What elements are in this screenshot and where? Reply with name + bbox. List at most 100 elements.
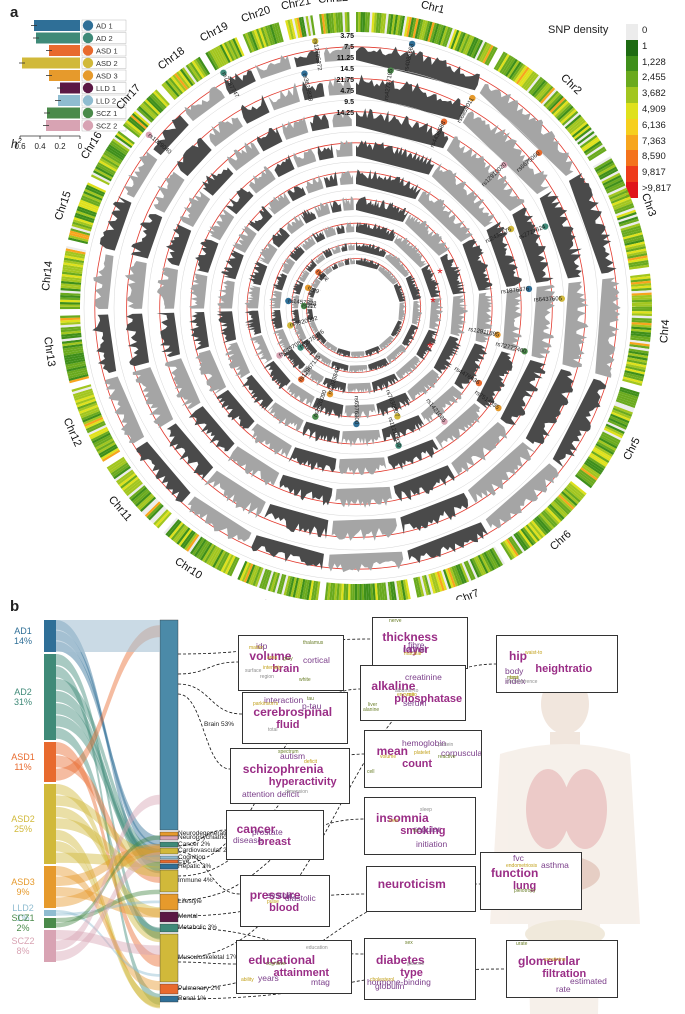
snp-marker: [298, 376, 305, 383]
density-segment: [216, 551, 228, 571]
manhattan-track: [336, 140, 353, 158]
chromosome-label: Chr14: [40, 260, 55, 291]
density-segment: [94, 168, 113, 180]
density-segment: [245, 564, 256, 584]
manhattan-track: [294, 50, 320, 68]
dashed-connector: [177, 968, 507, 1000]
bar-asd2: [22, 57, 80, 69]
density-segment: [356, 12, 359, 33]
manhattan-track: [202, 167, 234, 196]
dashed-connector: [177, 927, 365, 955]
chromosome-label: Chr21: [280, 0, 312, 13]
x-tick-label: 0.2: [54, 142, 66, 151]
density-segment: [70, 225, 91, 234]
density-segment: [432, 572, 441, 593]
manhattan-track: [225, 187, 254, 215]
chromosome-label: Chr19: [198, 20, 230, 44]
density-segment: [616, 397, 637, 406]
density-segment: [528, 76, 543, 94]
density-segment: [247, 31, 257, 52]
density-segment: [60, 317, 81, 321]
legend-cell: [81, 19, 127, 32]
density-segment: [449, 567, 459, 587]
density-segment: [234, 37, 245, 57]
wordcloud-word: retinal: [403, 644, 427, 654]
density-segment: [622, 376, 643, 384]
density-segment: [67, 369, 88, 377]
manhattan-track: [279, 474, 333, 506]
density-segment: [64, 354, 85, 361]
manhattan-track: [322, 248, 333, 259]
chromosome-label: Chr4: [658, 319, 672, 344]
wordcloud-word: pleiotropy: [514, 888, 536, 894]
density-segment: [442, 26, 451, 47]
density-segment: [149, 506, 166, 523]
manhattan-track: [99, 196, 132, 251]
density-segment: [467, 559, 478, 579]
sankey-flow: [56, 784, 160, 943]
density-segment: [620, 223, 641, 231]
density-segment: [60, 306, 81, 310]
density-segment: [617, 393, 638, 402]
snp-marker: [145, 131, 153, 139]
density-segment: [224, 555, 236, 575]
manhattan-track: [336, 348, 351, 358]
density-segment: [596, 441, 616, 453]
density-segment: [60, 294, 81, 299]
wordcloud-word: platelet: [414, 750, 431, 756]
density-segment: [597, 439, 617, 451]
density-segment: [631, 322, 652, 326]
wordcloud-word: creatinine: [405, 672, 442, 682]
density-segment: [213, 47, 225, 67]
category-bar: [159, 855, 179, 860]
density-segment: [607, 419, 627, 430]
wordcloud-word: years: [258, 973, 279, 983]
density-segment: [95, 438, 114, 450]
manhattan-track: [435, 403, 481, 451]
density-segment: [274, 573, 283, 594]
density-segment: [612, 198, 632, 209]
density-segment: [593, 446, 612, 460]
wordcloud-word: glomerular: [518, 954, 581, 968]
density-segment: [66, 365, 87, 372]
density-segment: [501, 56, 514, 75]
manhattan-track: [273, 273, 288, 291]
density-segment: [358, 12, 361, 33]
ring-tick-label: 14.25: [336, 110, 354, 117]
manhattan-track: [153, 171, 185, 213]
density-segment: [414, 18, 422, 39]
snp-marker: [408, 40, 416, 48]
manhattan-track: [539, 190, 582, 279]
density-segment: [121, 476, 139, 491]
density-segment: [189, 61, 203, 80]
density-segment: [221, 43, 233, 63]
density-segment: [170, 523, 186, 541]
manhattan-track: [324, 43, 351, 62]
manhattan-track: [329, 199, 342, 213]
density-segment: [345, 583, 349, 600]
dashed-connector: [177, 683, 243, 715]
density-segment: [393, 14, 399, 35]
density-segment: [603, 176, 623, 188]
density-segment: [621, 227, 642, 236]
density-segment: [300, 16, 307, 37]
density-segment: [631, 306, 652, 309]
legend-cell: [81, 107, 127, 119]
density-segment: [562, 489, 580, 505]
center-hole: [316, 268, 396, 348]
density-segment: [130, 114, 148, 130]
density-segment: [178, 70, 192, 88]
density-segment: [76, 208, 97, 217]
manhattan-track: [552, 378, 607, 468]
density-segment: [69, 376, 90, 384]
legend-swatch: [626, 87, 638, 103]
manhattan-track: [417, 190, 473, 243]
source-name: SCZ1: [11, 913, 35, 923]
manhattan-track: [257, 126, 283, 152]
manhattan-track: [289, 245, 305, 262]
density-segment: [98, 159, 118, 172]
source-name: ASD2: [11, 814, 35, 824]
snp-marker: [541, 223, 549, 230]
sankey-flow: [56, 715, 160, 864]
density-segment: [623, 236, 644, 244]
